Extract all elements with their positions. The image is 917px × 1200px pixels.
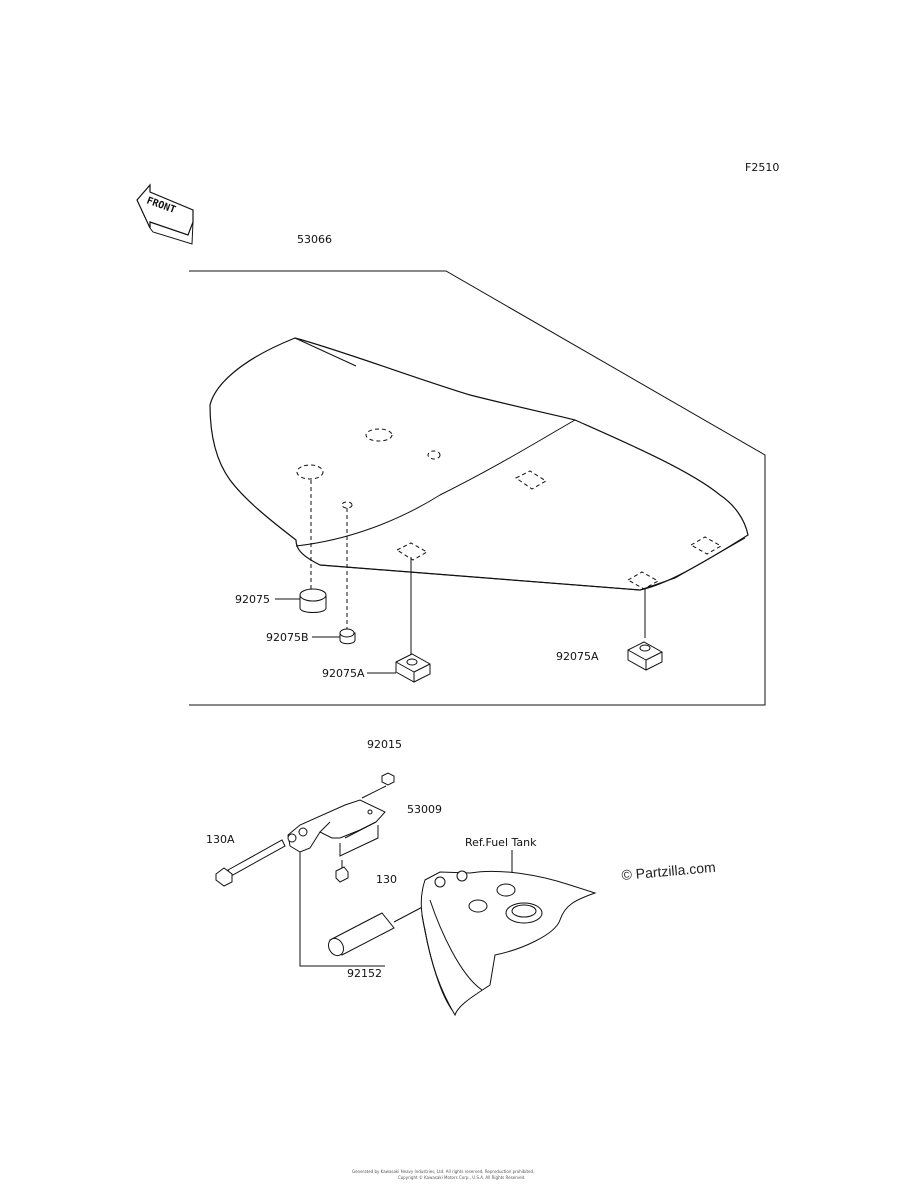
front-direction-arrow-icon: FRONT: [136, 183, 194, 245]
diagram-code: F2510: [745, 161, 779, 174]
label-bracket-nut: 92015: [367, 738, 402, 751]
label-seat-bracket: 53009: [407, 803, 442, 816]
fuel-tank-reference: Ref.Fuel Tank: [420, 836, 597, 1017]
label-seat-assembly: 53066: [297, 233, 332, 246]
footer-line-2: Copyright © Kawasaki Motors Corp., U.S.A…: [398, 1175, 525, 1180]
label-damper-rect-right: 92075A: [556, 650, 599, 663]
label-collar: 92152: [347, 967, 382, 980]
footer-line-1: Generated by Kawasaki Heavy Industries, …: [352, 1169, 534, 1174]
label-fuel-tank-reference: Ref.Fuel Tank: [465, 836, 537, 849]
damper-small: 92075B: [266, 508, 356, 645]
damper-rect-right: 92075A: [556, 588, 663, 671]
damper-large: 92075: [235, 480, 327, 613]
label-damper-small: 92075B: [266, 631, 309, 644]
front-arrow-label: FRONT: [145, 195, 177, 216]
label-damper-large: 92075: [235, 593, 270, 606]
partzilla-watermark: © Partzilla.com: [621, 859, 716, 883]
label-bolt-short: 130: [376, 873, 397, 886]
seat-drawing: [209, 337, 749, 591]
seat-bracket-assembly: 92015 53009 130A 130 92152: [206, 738, 442, 980]
label-damper-rect-left: 92075A: [322, 667, 365, 680]
damper-rect-left: 92075A: [322, 557, 431, 683]
seat-assembly-frame: 53066: [189, 233, 766, 706]
label-bolt-long: 130A: [206, 833, 235, 846]
